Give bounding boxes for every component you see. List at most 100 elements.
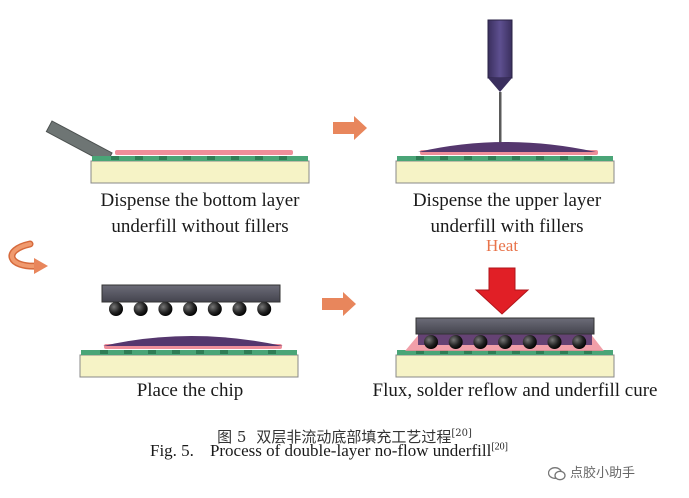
pad	[244, 350, 252, 354]
pad	[512, 156, 520, 160]
solder-ball	[424, 335, 438, 349]
watermark-text: 点胶小助手	[570, 466, 636, 481]
pad	[488, 156, 496, 160]
solder-ball	[257, 302, 272, 316]
step-4-illustration	[395, 267, 615, 378]
step-1-label: Dispense the bottom layer underfill with…	[70, 188, 330, 240]
pad	[100, 350, 108, 354]
step-4-solder-balls	[424, 335, 587, 349]
solder-ball	[133, 302, 148, 316]
step-3-solder-mask	[81, 350, 297, 355]
step-2-syringe-barrel	[487, 19, 513, 79]
step-4-pads	[416, 350, 592, 354]
pad	[536, 350, 544, 354]
step-2-needle	[499, 92, 502, 144]
solder-ball	[498, 335, 513, 349]
pad	[440, 156, 448, 160]
process-diagram	[8, 19, 615, 378]
step-4-chip	[415, 317, 595, 335]
pad	[584, 350, 592, 354]
step-2-upper-layer	[418, 142, 596, 152]
step-2-pads	[416, 156, 592, 160]
step-4-label-line1: Flux, solder reflow and underfill cure	[372, 380, 658, 401]
pad	[268, 350, 276, 354]
heat-label: Heat	[485, 236, 519, 255]
watermark: 点胶小助手	[548, 462, 635, 481]
pad	[584, 156, 592, 160]
step-2-solder-mask	[397, 156, 613, 161]
step-2-illustration	[395, 19, 615, 184]
pad	[488, 350, 496, 354]
heat-arrow	[474, 267, 530, 315]
caption-en-number: Fig. 5.	[150, 441, 194, 460]
step-3-substrate	[79, 354, 299, 378]
step-3-label: Place the chip	[80, 378, 300, 404]
pad	[536, 156, 544, 160]
step-3-illustration	[79, 284, 299, 378]
step-2-label: Dispense the upper layer underfill with …	[377, 188, 637, 240]
pad	[255, 156, 263, 160]
pad	[183, 156, 191, 160]
solder-ball	[109, 302, 123, 316]
step-1-pads	[111, 156, 287, 160]
pad	[560, 350, 568, 354]
wechat-icon	[548, 466, 566, 480]
solder-ball	[522, 335, 537, 349]
flow-arrows	[8, 116, 367, 316]
pad	[135, 156, 143, 160]
solder-ball	[207, 302, 222, 316]
pad	[111, 156, 119, 160]
step-1-bottom-layer	[115, 150, 293, 155]
step-1-substrate	[90, 160, 310, 184]
caption-chinese: 图 5 双层非流动底部填充工艺过程[20]	[0, 426, 689, 447]
pad	[560, 156, 568, 160]
pad	[279, 156, 287, 160]
step-3-solder-balls	[109, 302, 272, 316]
solder-ball	[158, 302, 173, 316]
pad	[124, 350, 132, 354]
arrow-step3-to-step4	[322, 292, 356, 316]
solder-ball	[232, 302, 247, 316]
step-2-substrate	[395, 160, 615, 184]
step-4-label: Flux, solder reflow and underfill cure	[350, 378, 680, 404]
pad	[207, 156, 215, 160]
pad	[440, 350, 448, 354]
arrow-step2-to-step3	[8, 240, 48, 274]
step-2-label-line1: Dispense the upper layer	[412, 190, 602, 211]
pad	[416, 156, 424, 160]
solder-ball	[572, 335, 587, 349]
pad	[231, 156, 239, 160]
pad	[464, 156, 472, 160]
solder-ball	[448, 335, 463, 349]
pad	[196, 350, 204, 354]
step-1-label-line2: underfill without fillers	[111, 216, 289, 237]
pad	[464, 350, 472, 354]
caption-cn-number: 图 5	[217, 428, 247, 446]
step-4-solder-mask	[397, 350, 613, 355]
caption-english: Fig. 5. Process of double-layer no-flow u…	[150, 441, 508, 461]
pad	[148, 350, 156, 354]
step-3-label-line1: Place the chip	[136, 380, 244, 401]
step-3-chip	[101, 284, 281, 303]
step-2-label-line2: underfill with fillers	[430, 216, 584, 237]
caption-en-text: Process of double-layer no-flow underfil…	[209, 441, 492, 460]
step-1-illustration	[45, 120, 310, 184]
caption-en-ref: [20]	[491, 441, 508, 453]
caption-cn-text: 双层非流动底部填充工艺过程	[256, 428, 452, 446]
solder-ball	[547, 335, 562, 349]
pad	[172, 350, 180, 354]
step-3-upper-layer	[103, 336, 283, 346]
step-4-substrate	[395, 354, 615, 378]
caption-cn-ref: [20]	[451, 428, 472, 439]
pad	[159, 156, 167, 160]
pad	[416, 350, 424, 354]
solder-ball	[473, 335, 488, 349]
pad	[512, 350, 520, 354]
step-3-pads	[100, 350, 276, 354]
step-2-syringe-tip	[488, 78, 512, 92]
solder-ball	[183, 302, 198, 316]
step-1-solder-mask	[92, 156, 308, 161]
step-1-label-line1: Dispense the bottom layer	[100, 190, 300, 211]
pad	[220, 350, 228, 354]
